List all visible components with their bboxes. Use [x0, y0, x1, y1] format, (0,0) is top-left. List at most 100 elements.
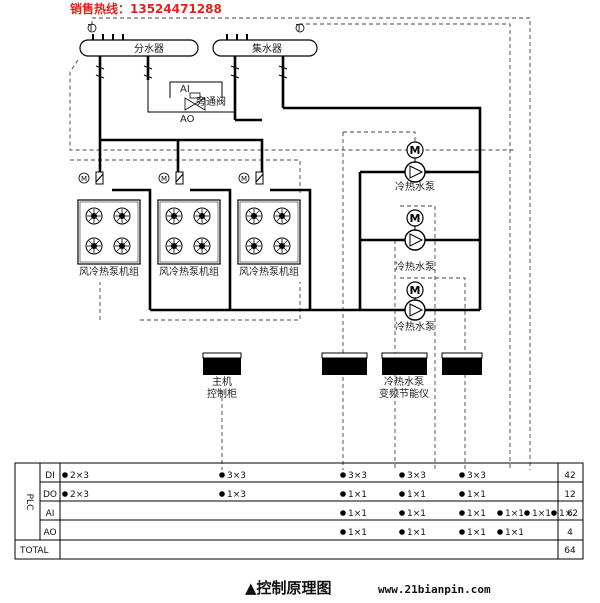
main-cabinet-line1: 主机: [212, 375, 232, 388]
io-point-dot: [497, 510, 503, 516]
fan-icon: [113, 237, 131, 255]
io-point-dot: [459, 491, 465, 497]
vfd-label-line1: 冷热水泵: [384, 375, 424, 388]
plc-grand-total: 64: [564, 546, 576, 556]
io-point-count: 1×1: [467, 509, 486, 519]
io-point-dot: [399, 510, 405, 516]
bypass-ai-label: AI: [180, 84, 190, 95]
io-point-dot: [459, 472, 465, 478]
io-point-dot: [340, 510, 346, 516]
plc-row-name: AO: [43, 528, 56, 538]
water-pump: M 冷热水泵: [395, 209, 435, 273]
io-point-count: 3×3: [227, 471, 246, 481]
thermometer-icon: [295, 23, 305, 33]
plc-row-name: DO: [43, 490, 57, 500]
io-point-count: 1×1: [407, 490, 426, 500]
io-point-count: 1×3: [227, 490, 246, 500]
water-pumps: M 冷热水泵 M 冷热水泵 M 冷热水泵: [395, 141, 435, 333]
vfd-cabinets: 冷热水泵 变频节能仪: [321, 352, 483, 400]
pump-label: 冷热水泵: [395, 180, 435, 193]
plc-row-total: 42: [564, 471, 575, 481]
io-point-dot: [399, 472, 405, 478]
io-point-dot: [551, 510, 557, 516]
hotline-text: 销售热线：13524471288: [70, 1, 222, 16]
io-point-count: 1×1: [532, 509, 551, 519]
fan-icon: [193, 207, 211, 225]
pump-label: 冷热水泵: [395, 320, 435, 333]
svg-text:M: M: [161, 175, 167, 183]
motor-icon: M: [406, 209, 424, 227]
io-point-count: 1×1: [505, 509, 524, 519]
bypass-valve: 旁通阀 AI AO: [180, 84, 226, 125]
fan-icon: [193, 237, 211, 255]
io-point-dot: [459, 510, 465, 516]
water-pump: M 冷热水泵: [395, 281, 435, 333]
motor-valve-icon: M: [238, 171, 264, 185]
vfd-label-line2: 变频节能仪: [379, 387, 429, 400]
io-point-dot: [219, 491, 225, 497]
collector-header: T 集水器: [212, 23, 318, 57]
heat-pump-label: 风冷热泵机组: [239, 265, 299, 278]
io-point-count: 3×3: [407, 471, 426, 481]
io-point-dot: [340, 491, 346, 497]
plc-row-name: DI: [45, 471, 55, 481]
plc-row-total: 6: [567, 509, 573, 519]
fan-icon: [245, 207, 263, 225]
io-point-count: 1×1: [407, 509, 426, 519]
io-point-count: 2×3: [70, 490, 89, 500]
motor-valve-icon: M: [78, 171, 104, 185]
main-control-cabinet: 主机 控制柜: [202, 352, 242, 400]
motor-icon: M: [406, 281, 424, 299]
io-point-count: 3×3: [467, 471, 486, 481]
io-point-dot: [340, 529, 346, 535]
distributor-header: T 分水器: [79, 23, 199, 57]
plc-row-name: AI: [46, 509, 55, 519]
fan-icon: [165, 207, 183, 225]
io-point-count: 1×1: [348, 490, 367, 500]
io-point-dot: [340, 472, 346, 478]
fan-icon: [85, 207, 103, 225]
pump-icon: [404, 229, 426, 251]
bypass-ao-label: AO: [180, 114, 195, 125]
motor-icon: M: [406, 141, 424, 159]
svg-text:T: T: [87, 23, 95, 34]
collector-label: 集水器: [252, 42, 282, 55]
io-point-count: 1×1: [505, 528, 524, 538]
thermometer-icon: [87, 23, 97, 33]
heat-pump-label: 风冷热泵机组: [79, 265, 139, 278]
motor-valve-icon: M: [158, 171, 184, 185]
io-point-count: 2×3: [70, 471, 89, 481]
svg-text:M: M: [410, 212, 421, 225]
io-point-count: 1×1: [407, 528, 426, 538]
pump-icon: [404, 299, 426, 321]
site-url: www.21bianpin.com: [378, 583, 491, 596]
plc-row: DO 12 2×3 1×3 1×1 1×1 1×1: [43, 490, 576, 500]
plc-row-total: 12: [564, 490, 575, 500]
svg-text:M: M: [410, 144, 421, 157]
fan-icon: [273, 237, 291, 255]
pump-label: 冷热水泵: [395, 260, 435, 273]
io-point-count: 1×1: [348, 528, 367, 538]
io-point-count: 3×3: [348, 471, 367, 481]
io-point-count: 1×1: [467, 490, 486, 500]
heat-pump-unit: M 风冷热泵机组: [237, 171, 301, 278]
io-point-dot: [459, 529, 465, 535]
svg-text:M: M: [241, 175, 247, 183]
io-point-dot: [62, 491, 68, 497]
fan-icon: [85, 237, 103, 255]
water-pump: M 冷热水泵: [395, 141, 435, 193]
fan-icon: [113, 207, 131, 225]
bypass-piping: [147, 80, 235, 113]
svg-text:M: M: [81, 175, 87, 183]
distributor-label: 分水器: [134, 43, 164, 55]
plc-row: DI 42 2×3 3×3 3×3 3×3 3×3: [45, 471, 576, 481]
io-point-dot: [219, 472, 225, 478]
plc-total-label: TOTAL: [19, 546, 49, 556]
bypass-label: 旁通阀: [196, 95, 226, 108]
io-point-dot: [62, 472, 68, 478]
